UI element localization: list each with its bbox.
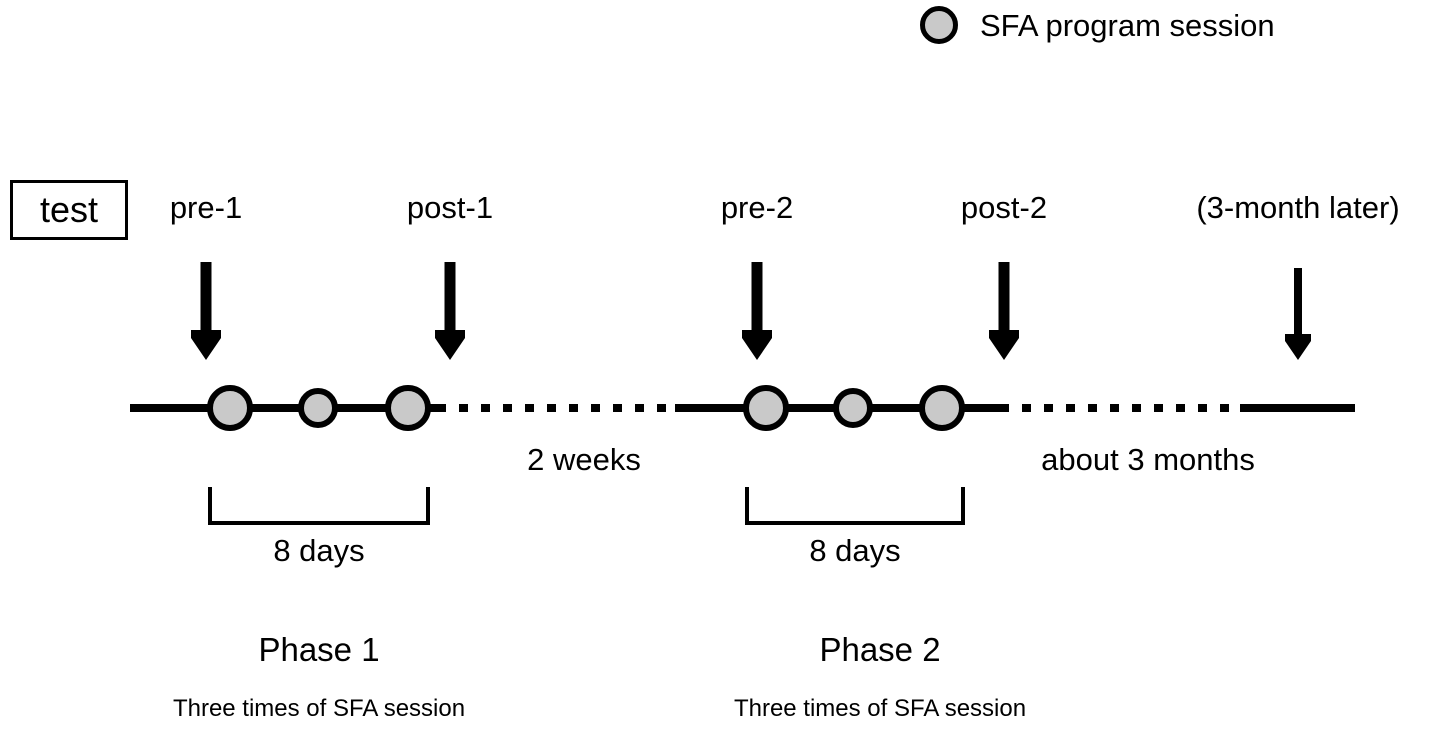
timepoint-label-post-1: post-1: [406, 190, 494, 225]
session-marker-phase2-2: [833, 388, 873, 428]
down-arrow-icon-pre-1: [191, 262, 221, 365]
session-marker-phase1-2: [298, 388, 338, 428]
down-arrow-icon-pre-2: [742, 262, 772, 365]
down-arrow-icon-post-2: [989, 262, 1019, 365]
timepoint-label-post-2: post-2: [960, 190, 1048, 225]
timepoint-label-follow-up: (3-month later): [1196, 190, 1400, 225]
gap-between-phases: 2 weeks: [527, 442, 641, 477]
phase-2-subtitle: Three times of SFA session: [733, 695, 1027, 722]
session-marker-phase2-3: [919, 385, 965, 431]
test-label: test: [39, 189, 99, 230]
phase-2-duration-bracket: [745, 487, 965, 525]
phase-2-duration-label: 8 days: [809, 533, 901, 568]
session-marker-phase1-1: [207, 385, 253, 431]
test-label-box: test: [10, 180, 128, 240]
down-arrow-icon-post-1: [435, 262, 465, 365]
phase-1-title: Phase 1: [258, 631, 380, 668]
session-marker-phase1-3: [385, 385, 431, 431]
gap-followup: about 3 months: [1041, 442, 1255, 477]
filled-circle-icon: [920, 6, 958, 44]
legend-label: SFA program session: [980, 7, 1275, 43]
down-arrow-icon-follow-up: [1285, 268, 1311, 365]
timepoint-label-pre-1: pre-1: [169, 190, 243, 225]
phase-1-duration-bracket: [208, 487, 430, 525]
timepoint-label-pre-2: pre-2: [720, 190, 794, 225]
phase-2-title: Phase 2: [819, 631, 941, 668]
phase-1-subtitle: Three times of SFA session: [172, 695, 466, 722]
session-marker-phase2-1: [743, 385, 789, 431]
phase-1-duration-label: 8 days: [273, 533, 365, 568]
legend: SFA program session: [920, 6, 1275, 44]
